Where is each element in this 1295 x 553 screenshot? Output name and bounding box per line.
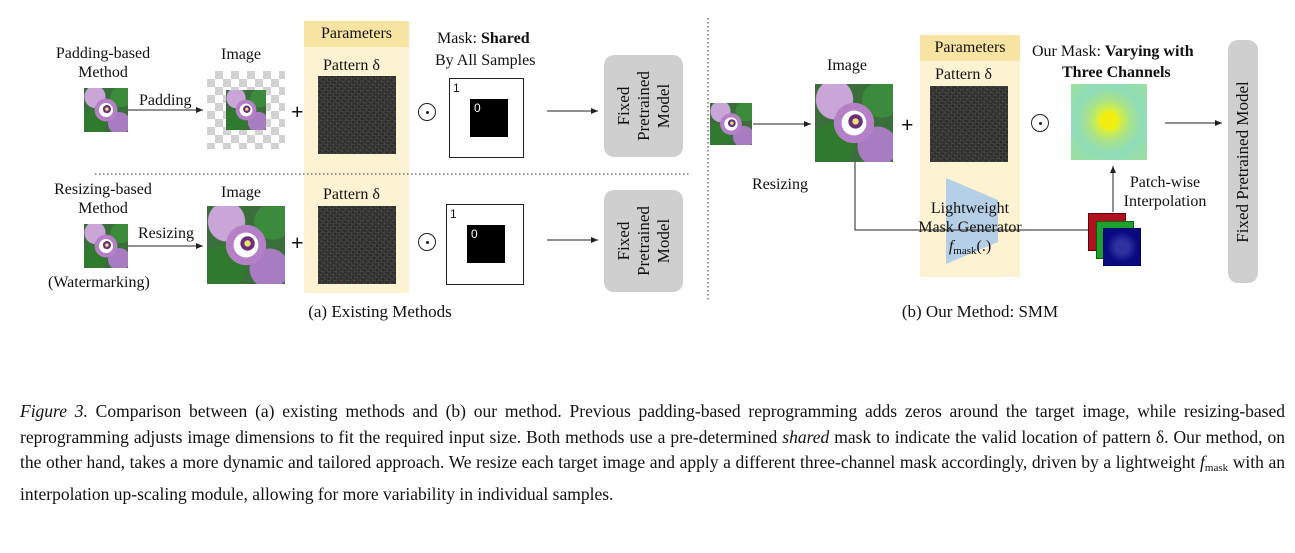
mask-zero-region: 0 — [470, 99, 508, 137]
plus-sign-ours: + — [901, 112, 914, 137]
fixed-pretrained-model-top: Fixed Pretrained Model — [604, 55, 683, 157]
caption-fmask: f — [1200, 452, 1205, 472]
padded-image — [207, 71, 285, 149]
mask-zero-region: 0 — [467, 225, 505, 263]
pattern-delta-ours — [930, 86, 1008, 162]
fixed-pretrained-model-bottom: Fixed Pretrained Model — [604, 190, 683, 292]
caption-fmask-sub: mask — [1204, 462, 1229, 474]
caption-text-1: Comparison between (a) existing methods … — [20, 401, 1286, 447]
pattern-label-ours: Pattern δ — [935, 66, 992, 83]
mask-value-one: 1 — [450, 207, 457, 221]
hadamard-operator-top — [418, 103, 436, 121]
pattern-label-top: Pattern δ — [323, 57, 380, 74]
pattern-delta-bottom — [318, 206, 396, 284]
mask-value-zero: 0 — [474, 101, 481, 115]
caption-text-2: mask to indicate the valid location of p… — [20, 426, 1285, 473]
pattern-delta-top — [318, 76, 396, 154]
shared-mask-subtitle: By All Samples — [435, 52, 536, 69]
mask-value-one: 1 — [453, 81, 460, 95]
plus-sign-top: + — [291, 99, 304, 124]
three-channel-mask — [1071, 84, 1147, 160]
padded-image-center — [226, 90, 266, 130]
small-image-ours — [710, 103, 752, 145]
caption-text-3: with an interpolation up-scaling module,… — [20, 452, 1285, 504]
fmask-function: fmask(.) — [948, 238, 992, 257]
fixed-pretrained-model-ours: Fixed Pretrained Model — [1228, 40, 1258, 283]
existing-methods-subtitle: (a) Existing Methods — [308, 302, 452, 321]
shared-mask-resizing: 1 0 — [446, 204, 524, 285]
hadamard-operator-ours — [1031, 114, 1049, 132]
hadamard-operator-bottom — [418, 233, 436, 251]
shared-mask-padding: 1 0 — [449, 78, 524, 158]
patch-wise-interpolation-label: Patch-wise Interpolation — [1123, 174, 1207, 210]
our-mask-title: Our Mask: Varying with — [1032, 43, 1194, 60]
padding-arrow-label: Padding — [139, 92, 192, 109]
our-mask-title-line2: Three Channels — [1062, 64, 1171, 81]
resizing-arrow-label: Resizing — [138, 225, 194, 242]
image-label-bottom: Image — [221, 184, 261, 201]
our-method-subtitle: (b) Our Method: SMM — [901, 302, 1059, 321]
resized-image — [207, 206, 285, 284]
padding-method-label: Padding-based Method — [55, 45, 151, 81]
figure-caption: Figure 3. Comparison between (a) existin… — [20, 399, 1285, 507]
mask-generator-shape — [946, 178, 998, 264]
small-image-padding — [84, 88, 128, 132]
small-image-resizing — [84, 224, 128, 268]
mask-value-zero: 0 — [471, 227, 478, 241]
resizing-label-ours: Resizing — [752, 176, 808, 193]
parameters-header-ours: Parameters — [920, 35, 1020, 61]
parameters-header: Parameters — [304, 21, 409, 47]
image-label-ours: Image — [827, 57, 867, 74]
caption-shared: shared — [782, 426, 830, 447]
pattern-label-bottom: Pattern δ — [323, 186, 380, 203]
mask-generator-label: Lightweight Mask Generator fmask(.) — [910, 199, 1030, 261]
watermarking-label: (Watermarking) — [48, 274, 150, 291]
channel-blue — [1103, 228, 1141, 266]
figure-label: Figure 3. — [20, 401, 88, 421]
resized-image-ours — [815, 84, 893, 162]
plus-sign-bottom: + — [291, 230, 304, 255]
resizing-method-label: Resizing-based Method — [54, 181, 152, 217]
connectors — [95, 18, 1222, 300]
image-label-top: Image — [221, 46, 261, 63]
shared-mask-title: Mask: Shared — [437, 30, 530, 47]
